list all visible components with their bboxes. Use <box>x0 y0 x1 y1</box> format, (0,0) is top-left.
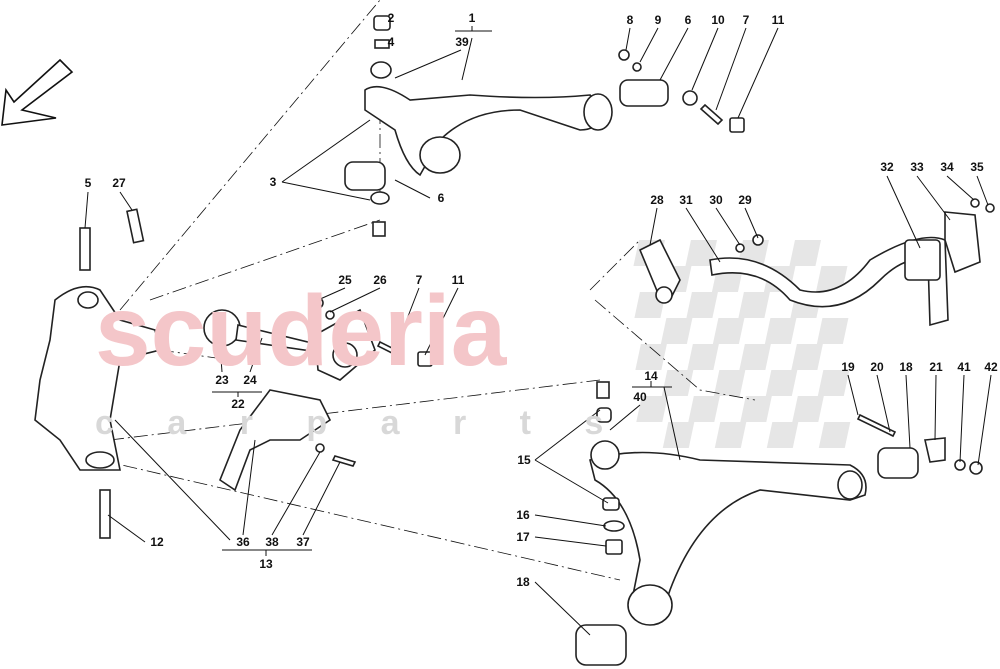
part-number-label: 2 <box>388 11 395 25</box>
checker-square <box>636 396 668 422</box>
part-number-label: 4 <box>388 35 395 49</box>
part-number-label: 21 <box>929 360 943 374</box>
part-number-label: 11 <box>772 13 785 27</box>
part-number-label: 40 <box>633 390 647 404</box>
part-number-label: 6 <box>685 13 692 27</box>
checker-square <box>660 318 693 344</box>
tie-rod <box>203 297 433 381</box>
checker-square <box>687 344 719 370</box>
part-number-label: 27 <box>112 176 126 190</box>
part-number-label: 3 <box>270 175 277 189</box>
checker-square <box>739 344 771 370</box>
part-number-label: 17 <box>516 530 530 544</box>
checker-square <box>686 292 718 318</box>
part-number-label: 9 <box>655 13 662 27</box>
checker-square <box>685 240 717 266</box>
part-number-label: 5 <box>85 176 92 190</box>
part-number-label: 24 <box>243 373 257 387</box>
part-number-label: 29 <box>738 193 752 207</box>
checker-square <box>791 344 823 370</box>
checker-square <box>688 396 720 422</box>
part-number-label: 31 <box>679 193 693 207</box>
part-number-label: 28 <box>650 193 664 207</box>
lower-wishbone <box>575 381 983 666</box>
part-number-label: 35 <box>970 160 984 174</box>
part-number-label: 8 <box>627 13 634 27</box>
leader-lines <box>84 26 992 636</box>
checker-square <box>765 370 798 396</box>
checker-square <box>815 266 848 292</box>
part-number-label: 1 <box>469 11 476 25</box>
watermark-brand: scuderia <box>95 275 508 387</box>
part-number-label: 34 <box>940 160 954 174</box>
part-number-label: 32 <box>880 160 894 174</box>
checker-square <box>738 292 770 318</box>
part-number-label: 33 <box>910 160 924 174</box>
part-number-label: 20 <box>870 360 884 374</box>
part-number-label: 18 <box>516 575 530 589</box>
part-number-label: 23 <box>215 373 229 387</box>
checker-square <box>740 396 772 422</box>
part-number-label: 41 <box>957 360 971 374</box>
part-number-label: 14 <box>644 369 658 383</box>
part-number-label: 38 <box>265 535 279 549</box>
checker-square <box>764 318 797 344</box>
anti-roll-bar <box>638 198 995 327</box>
upper-bushing <box>344 161 390 237</box>
toe-link-bracket <box>219 389 357 492</box>
checkered-flag-watermark <box>633 240 851 448</box>
part-number-label: 13 <box>259 557 273 571</box>
part-number-label: 16 <box>516 508 530 522</box>
upper-wishbone <box>364 15 613 177</box>
watermark-sub: c a r p a r t s <box>95 404 625 442</box>
part-number-label: 15 <box>517 453 531 467</box>
checker-square <box>766 422 799 448</box>
checker-square <box>662 422 695 448</box>
part-number-label: 12 <box>150 535 164 549</box>
checker-square <box>789 240 821 266</box>
part-number-label: 7 <box>416 273 423 287</box>
part-number-label: 37 <box>296 535 310 549</box>
part-number-label: 19 <box>841 360 855 374</box>
part-number-label: 42 <box>984 360 998 374</box>
checker-square <box>712 318 745 344</box>
part-number-label: 30 <box>709 193 723 207</box>
checker-square <box>817 370 850 396</box>
part-number-label: 7 <box>743 13 750 27</box>
part-number-label: 6 <box>438 191 445 205</box>
part-number-label: 10 <box>711 13 725 27</box>
wheel-hub-carrier <box>34 208 161 539</box>
part-number-label: 25 <box>338 273 352 287</box>
checker-square <box>635 344 667 370</box>
front-direction-arrow-icon <box>1 58 74 126</box>
part-number-label: 26 <box>373 273 387 287</box>
part-number-label: 36 <box>236 535 250 549</box>
checker-square <box>792 396 824 422</box>
checker-square <box>816 318 849 344</box>
upper-bushing-parts-right <box>618 49 745 133</box>
part-number-label: 18 <box>899 360 913 374</box>
checker-square <box>713 370 746 396</box>
checker-square <box>818 422 851 448</box>
checker-square <box>714 422 747 448</box>
checker-square <box>661 370 694 396</box>
part-number-label: 39 <box>455 35 469 49</box>
part-number-label: 11 <box>452 273 465 287</box>
part-number-label: 22 <box>231 397 245 411</box>
